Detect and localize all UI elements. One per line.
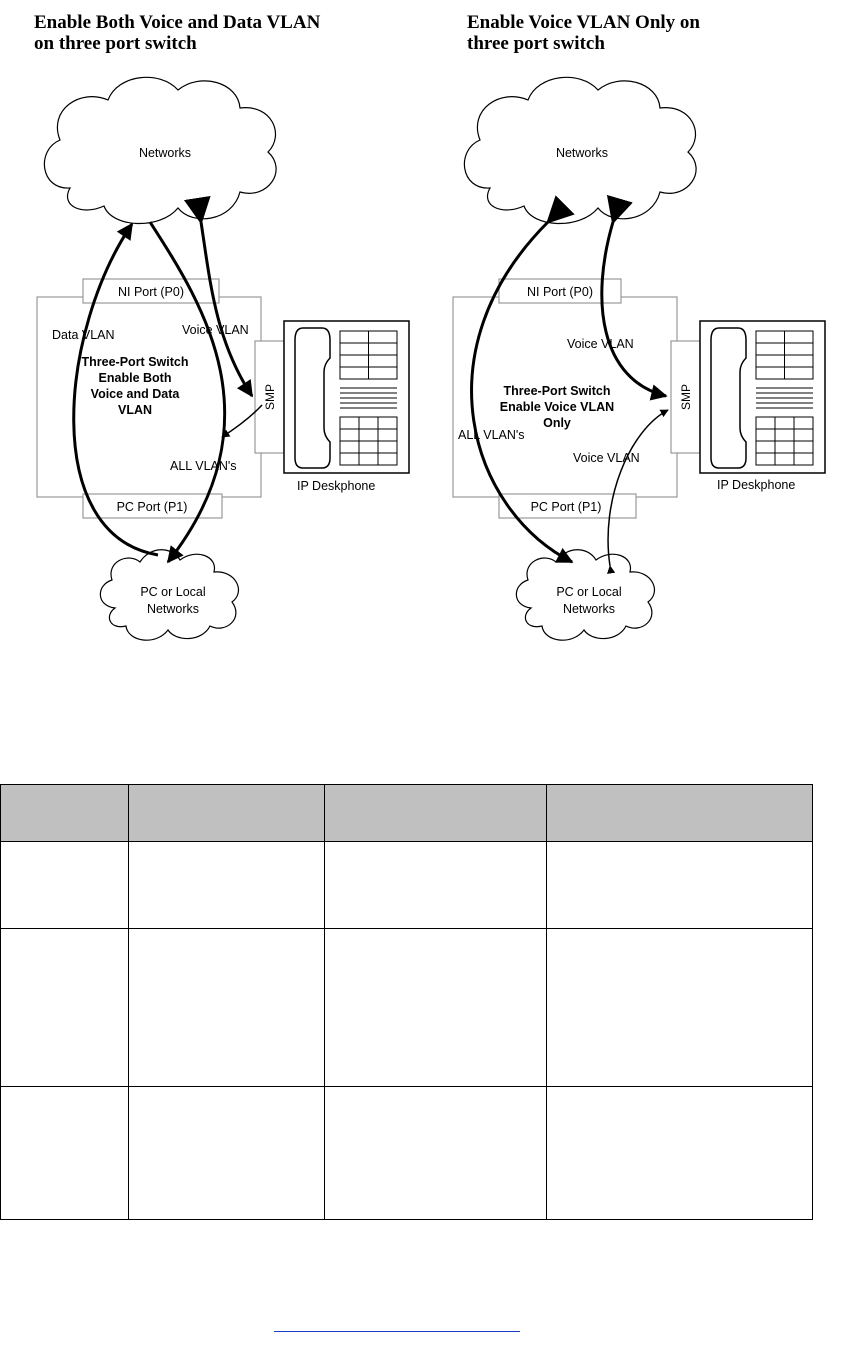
table-cell: [546, 841, 813, 929]
left-voice-vlan-arrow: [183, 195, 254, 398]
right-smp-port: [670, 340, 701, 454]
table-cell: [128, 1086, 325, 1220]
right-switch-label-1: Three-Port Switch: [504, 384, 611, 398]
left-title-line-2: on three port switch: [34, 33, 197, 54]
table-cell: [0, 1086, 129, 1220]
table-header-cell: [0, 784, 129, 842]
left-pc-cloud-label-2: Networks: [147, 602, 199, 616]
right-voice-vlan-upper-label: Voice VLAN: [567, 337, 634, 351]
table-header-cell: [324, 784, 547, 842]
left-pc-cloud: [99, 549, 239, 641]
right-phone-label: IP Deskphone: [717, 478, 795, 492]
right-ip-deskphone: [699, 320, 826, 474]
left-voice-vlan-label: Voice VLAN: [182, 323, 249, 337]
left-all-vlans-label: ALL VLAN's: [170, 459, 237, 473]
right-diagram: Networks NI Port (P0) PC Port (P1) Three…: [452, 76, 826, 641]
table-header-cell: [128, 784, 325, 842]
left-pc-cloud-label-1: PC or Local: [140, 585, 205, 599]
footer-link-underline: [274, 1331, 520, 1332]
left-ni-port-label: NI Port (P0): [118, 285, 184, 299]
left-ip-deskphone: [283, 320, 410, 474]
right-title-line-2: three port switch: [467, 33, 605, 54]
right-networks-label: Networks: [556, 146, 608, 160]
left-switch-label-2: Enable Both: [99, 371, 172, 385]
right-all-vlans-label: ALL VLAN's: [458, 428, 525, 442]
table-row: [0, 928, 813, 1087]
table-header-cell: [546, 784, 813, 842]
table-cell: [546, 1086, 813, 1220]
left-switch-label-4: VLAN: [118, 403, 152, 417]
table-row: [0, 841, 813, 929]
right-switch-label-3: Only: [543, 416, 571, 430]
table-cell: [128, 928, 325, 1087]
table-cell: [0, 928, 129, 1087]
table-cell: [324, 1086, 547, 1220]
table-cell: [324, 841, 547, 929]
left-networks-label: Networks: [139, 146, 191, 160]
left-diagram: Networks NI Port (P0) PC Port (P1) Three…: [36, 76, 410, 641]
left-phone-label: IP Deskphone: [297, 479, 375, 493]
left-smp-label: SMP: [263, 384, 277, 410]
right-all-vlans-arrow: [470, 195, 575, 564]
table-cell: [546, 928, 813, 1087]
left-pc-port-label: PC Port (P1): [117, 500, 188, 514]
left-smp-to-all-arrow: [221, 404, 263, 438]
left-title-line-1: Enable Both Voice and Data VLAN: [34, 12, 321, 33]
left-switch-label-1: Three-Port Switch: [82, 355, 189, 369]
right-pc-cloud-label-2: Networks: [563, 602, 615, 616]
right-pc-port-label: PC Port (P1): [531, 500, 602, 514]
right-diagram-title: Enable Voice VLAN Only on three port swi…: [467, 12, 700, 54]
right-pc-cloud-label-1: PC or Local: [556, 585, 621, 599]
left-networks-cloud: [43, 76, 277, 225]
right-smp-label: SMP: [679, 384, 693, 410]
table-header-row: [0, 784, 813, 842]
right-switch-label-2: Enable Voice VLAN: [500, 400, 614, 414]
right-title-line-1: Enable Voice VLAN Only on: [467, 12, 700, 33]
right-voice-vlan-lower-arrow: [607, 409, 669, 574]
vlan-settings-table: [0, 784, 813, 1220]
left-data-vlan-arrow: [72, 222, 159, 557]
left-switch-label-3: Voice and Data: [91, 387, 181, 401]
right-voice-vlan-upper-arrow: [600, 194, 668, 401]
table-row: [0, 1086, 813, 1220]
left-diagram-title: Enable Both Voice and Data VLAN on three…: [34, 12, 320, 54]
right-ni-port-label: NI Port (P0): [527, 285, 593, 299]
table-cell: [128, 841, 325, 929]
table-cell: [324, 928, 547, 1087]
vlan-diagrams: Networks NI Port (P0) PC Port (P1) Three…: [36, 76, 826, 641]
table-cell: [0, 841, 129, 929]
